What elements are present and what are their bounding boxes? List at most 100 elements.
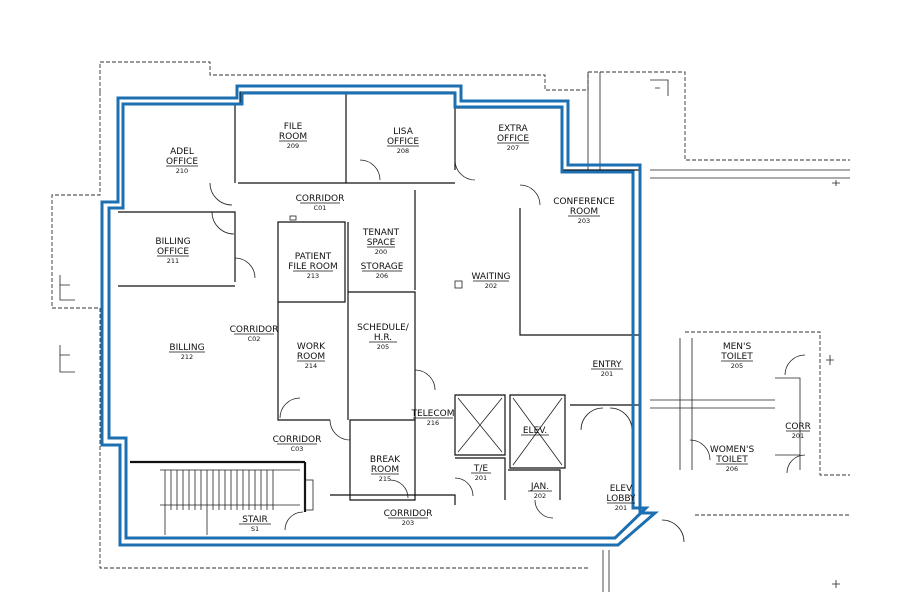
svg-text:ELEV.: ELEV. (523, 426, 547, 436)
svg-text:C02: C02 (248, 335, 261, 343)
svg-text:C03: C03 (291, 445, 304, 453)
room-label-lisa-office: LISA OFFICE 208 (387, 127, 419, 155)
room-label-extra-office: EXTRA OFFICE 207 (497, 124, 529, 152)
svg-text:202: 202 (534, 492, 546, 500)
svg-text:ROOM: ROOM (279, 132, 307, 142)
svg-text:200: 200 (375, 248, 387, 256)
svg-text:TOILET: TOILET (720, 352, 753, 362)
svg-text:JAN.: JAN. (530, 482, 549, 492)
room-label-storage: STORAGE 206 (361, 262, 404, 280)
svg-text:BREAK: BREAK (370, 455, 401, 465)
svg-text:215: 215 (379, 475, 391, 483)
svg-text:WORK: WORK (297, 342, 326, 352)
room-label-stair: STAIR S1 (239, 515, 271, 533)
room-label-work-room: WORK ROOM 214 (297, 342, 326, 370)
room-label-billing-office: BILLING OFFICE 211 (155, 237, 190, 265)
svg-text:T/E: T/E (473, 464, 489, 474)
svg-text:ROOM: ROOM (371, 465, 399, 475)
svg-text:OFFICE: OFFICE (387, 137, 419, 147)
svg-text:S1: S1 (251, 525, 259, 533)
stair-treads (130, 460, 307, 535)
room-label-file-room: FILE ROOM 209 (279, 122, 307, 150)
svg-text:OFFICE: OFFICE (157, 247, 189, 257)
svg-text:CONFERENCE: CONFERENCE (553, 197, 615, 207)
svg-text:LISA: LISA (393, 127, 414, 137)
svg-text:STORAGE: STORAGE (361, 262, 404, 272)
svg-text:203: 203 (402, 519, 414, 527)
svg-text:203: 203 (578, 217, 590, 225)
svg-text:201: 201 (792, 432, 804, 440)
svg-text:214: 214 (305, 362, 317, 370)
interior-walls (118, 91, 640, 505)
svg-text:C01: C01 (314, 204, 327, 212)
exterior-outline (51, 61, 850, 592)
svg-text:201: 201 (475, 474, 487, 482)
svg-text:FILE ROOM: FILE ROOM (288, 262, 338, 272)
svg-text:209: 209 (287, 142, 299, 150)
room-label-schedule-hr: SCHEDULE/ H.R. 205 (357, 323, 410, 351)
svg-text:208: 208 (397, 147, 409, 155)
svg-text:OFFICE: OFFICE (497, 134, 529, 144)
svg-text:206: 206 (376, 272, 388, 280)
room-label-te: T/E 201 (471, 464, 491, 482)
svg-text:BILLING: BILLING (155, 237, 190, 247)
svg-text:H.R.: H.R. (374, 333, 392, 343)
svg-text:PATIENT: PATIENT (295, 252, 332, 262)
room-label-mens-toilet: MEN'S TOILET 205 (720, 342, 753, 370)
svg-text:ENTRY: ENTRY (592, 360, 622, 370)
svg-text:210: 210 (176, 167, 188, 175)
svg-text:ELEV: ELEV (610, 484, 633, 494)
svg-text:201: 201 (601, 370, 613, 378)
room-label-corridor-c03: CORRIDOR C03 (273, 435, 322, 453)
svg-text:TOILET: TOILET (715, 455, 748, 465)
svg-text:ROOM: ROOM (297, 352, 325, 362)
svg-text:WAITING: WAITING (471, 272, 510, 282)
room-label-janitor: JAN. 202 (528, 482, 552, 500)
svg-text:STAIR: STAIR (242, 515, 268, 525)
svg-text:TENANT: TENANT (362, 228, 400, 238)
svg-text:CORRIDOR: CORRIDOR (296, 194, 345, 204)
svg-text:WOMEN'S: WOMEN'S (710, 445, 755, 455)
svg-text:CORRIDOR: CORRIDOR (230, 325, 279, 335)
svg-text:205: 205 (731, 362, 743, 370)
room-label-break-room: BREAK ROOM 215 (370, 455, 401, 483)
svg-text:CORR: CORR (785, 422, 811, 432)
room-label-corridor-203: CORRIDOR 203 (384, 509, 433, 527)
svg-text:OFFICE: OFFICE (166, 157, 198, 167)
svg-text:TELECOM: TELECOM (410, 409, 454, 419)
room-label-corridor-c01: CORRIDOR C01 (296, 194, 345, 212)
svg-text:207: 207 (507, 144, 519, 152)
room-label-patient-file-room: PATIENT FILE ROOM 213 (288, 252, 338, 280)
svg-text:SPACE: SPACE (367, 238, 396, 248)
tenant-boundary (100, 84, 660, 547)
room-label-tenant-space: TENANT SPACE 200 (362, 228, 400, 256)
fixtures (289, 215, 463, 511)
room-label-entry: ENTRY 201 (591, 360, 623, 378)
svg-text:EXTRA: EXTRA (498, 124, 528, 134)
room-label-conference-room: CONFERENCE ROOM 203 (553, 197, 615, 225)
room-label-billing: BILLING 212 (169, 343, 205, 361)
svg-text:ROOM: ROOM (570, 207, 598, 217)
svg-text:CORRIDOR: CORRIDOR (273, 435, 322, 445)
room-label-waiting: WAITING 202 (471, 272, 510, 290)
room-label-corridor-c02: CORRIDOR C02 (230, 325, 279, 343)
svg-text:216: 216 (427, 419, 439, 427)
svg-text:205: 205 (377, 343, 389, 351)
svg-text:MEN'S: MEN'S (723, 342, 752, 352)
svg-text:SCHEDULE/: SCHEDULE/ (357, 323, 410, 333)
room-label-telecom: TELECOM 216 (410, 409, 454, 427)
svg-text:BILLING: BILLING (169, 343, 204, 353)
svg-text:CORRIDOR: CORRIDOR (384, 509, 433, 519)
svg-text:ADEL: ADEL (170, 147, 194, 157)
room-label-womens-toilet: WOMEN'S TOILET 206 (710, 445, 755, 473)
room-label-elevator: ELEV. (521, 426, 549, 436)
svg-text:FILE: FILE (284, 122, 303, 132)
svg-text:211: 211 (167, 257, 179, 265)
svg-text:213: 213 (307, 272, 319, 280)
svg-text:206: 206 (726, 465, 738, 473)
room-label-adel-office: ADEL OFFICE 210 (166, 147, 198, 175)
svg-text:201: 201 (615, 504, 627, 512)
room-label-elev-lobby: ELEV LOBBY 201 (606, 484, 636, 512)
svg-text:202: 202 (485, 282, 497, 290)
